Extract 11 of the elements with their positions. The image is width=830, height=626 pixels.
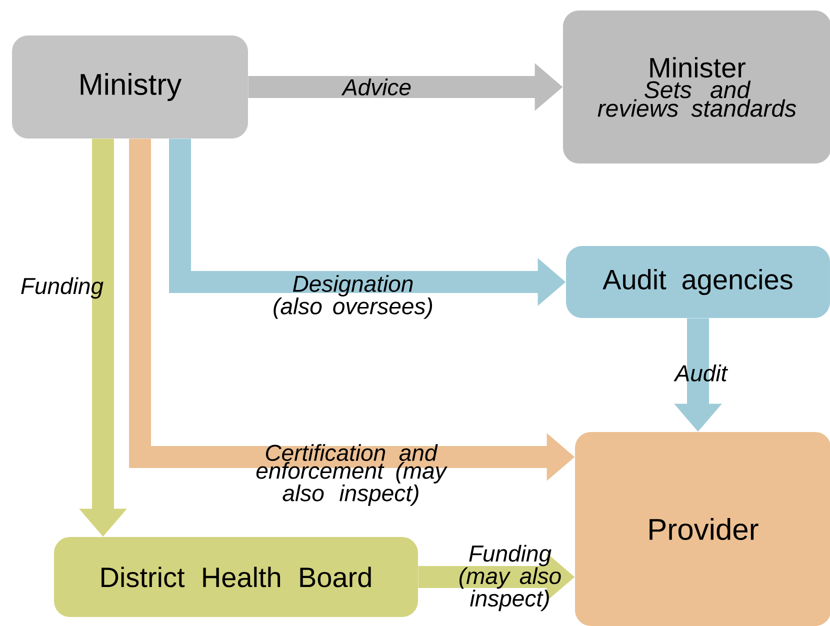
- edge-label: Advice: [341, 78, 411, 96]
- process-box: Ministry: [12, 36, 248, 138]
- process-box: Audit agencies: [566, 246, 830, 318]
- process-box: Provider: [575, 432, 830, 626]
- edge-label: Funding (may also inspect): [460, 544, 561, 612]
- edge-label: Funding: [21, 277, 104, 299]
- edge-label: Audit: [674, 364, 728, 382]
- edge-label: Certification and enforcement (may also inspect): [256, 444, 448, 506]
- process-box: Minister Sets and reviews standards: [563, 10, 830, 164]
- edge-label: Designation (also oversees): [274, 275, 432, 319]
- process-box: District Health Board: [54, 537, 418, 617]
